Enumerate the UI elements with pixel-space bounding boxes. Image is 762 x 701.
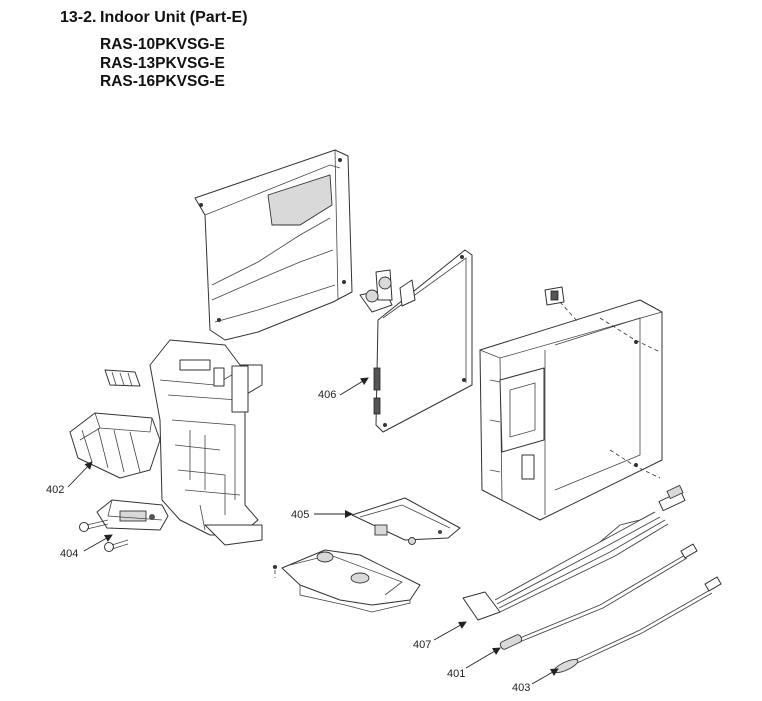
- lower-housing-part: [273, 549, 421, 613]
- model-name: RAS-10PKVSG-E: [100, 36, 225, 53]
- callout-403: 403: [512, 668, 559, 694]
- callout-404: 404: [60, 534, 113, 560]
- section-heading: 13-2.Indoor Unit (Part-E): [60, 8, 248, 28]
- part-label-405: 405: [291, 509, 309, 521]
- electrical-box-part: [479, 286, 663, 521]
- callout-401: 401: [447, 647, 501, 680]
- callout-405: 405: [291, 509, 353, 521]
- screw-bracket-part-404: [79, 499, 169, 552]
- part-label-404: 404: [60, 548, 78, 560]
- callout-406: 406: [318, 377, 369, 401]
- part-label-406: 406: [318, 389, 336, 401]
- section-number: 13-2.: [60, 9, 97, 26]
- model-name: RAS-13PKVSG-E: [100, 54, 225, 72]
- callout-402: 402: [46, 461, 93, 496]
- part-label-407: 407: [413, 639, 431, 651]
- callout-407: 407: [413, 621, 467, 651]
- temperature-sensor-part-403: [553, 576, 722, 674]
- top-cover-part: [194, 149, 353, 341]
- part-label-403: 403: [512, 682, 530, 694]
- wire-harness-part-407: [462, 484, 686, 621]
- section-title: Indoor Unit (Part-E): [100, 9, 248, 26]
- temperature-sensor-part-401: [499, 543, 698, 650]
- terminal-cover-part-402: [69, 412, 161, 479]
- model-name: RAS-16PKVSG-E: [100, 73, 225, 90]
- model-list: RAS-10PKVSG-E RAS-13PKVSG-E RAS-16PKVSG-…: [100, 36, 225, 92]
- sensor-board-part-405: [351, 497, 461, 545]
- part-label-402: 402: [46, 484, 64, 496]
- pcb-part-406: [359, 249, 473, 433]
- page-header: 13-2.Indoor Unit (Part-E): [60, 8, 248, 28]
- main-frame-part: [104, 339, 263, 546]
- part-label-401: 401: [447, 668, 465, 680]
